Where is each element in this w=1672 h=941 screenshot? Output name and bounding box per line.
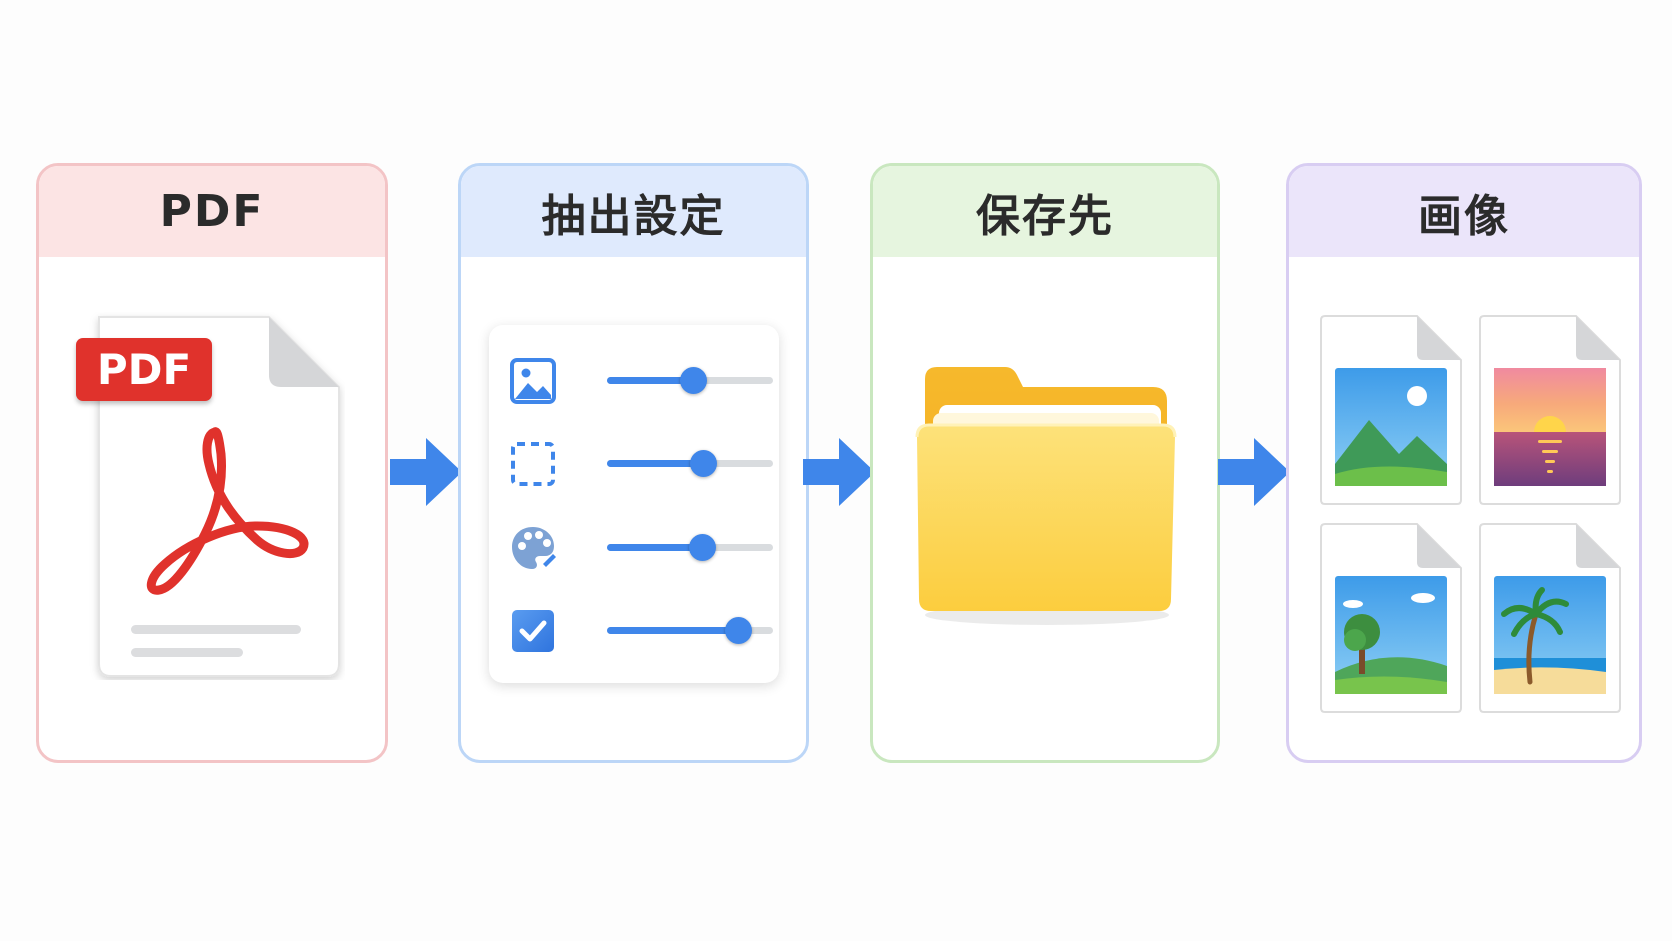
pdf-badge: PDF <box>76 338 212 401</box>
slider-fill <box>607 377 694 384</box>
arrow-right-icon <box>803 438 875 506</box>
acrobat-icon <box>146 427 309 595</box>
image-quality-slider[interactable] <box>607 367 773 394</box>
setting-row-selection[interactable] <box>509 438 773 488</box>
arrow-right-icon <box>390 438 462 506</box>
step-images-panel: 画像 <box>1286 163 1642 763</box>
step-images-body <box>1289 257 1639 760</box>
slider-fill <box>607 627 739 634</box>
slider-fill <box>607 544 702 551</box>
slider-thumb[interactable] <box>725 617 753 644</box>
step-settings-title: 抽出設定 <box>461 166 806 257</box>
text-line <box>131 625 301 634</box>
palette-icon <box>512 527 556 569</box>
slider-thumb[interactable] <box>680 367 708 394</box>
slider-thumb[interactable] <box>690 450 718 477</box>
tree-image-icon[interactable] <box>1319 522 1463 714</box>
slider-fill <box>607 460 704 467</box>
text-line <box>131 648 243 657</box>
color-slider[interactable] <box>607 534 773 561</box>
beach-image-icon[interactable] <box>1478 522 1622 714</box>
image-icon <box>510 358 556 404</box>
setting-row-check[interactable] <box>509 605 773 655</box>
step-destination-title: 保存先 <box>873 166 1217 257</box>
step-pdf-panel: PDF PDF <box>36 163 388 763</box>
step-pdf-title: PDF <box>39 166 385 257</box>
selection-icon <box>511 442 555 486</box>
folder-icon[interactable] <box>913 365 1181 635</box>
step-settings-panel: 抽出設定 <box>458 163 809 763</box>
setting-row-color[interactable] <box>509 522 773 572</box>
pdf-file-icon <box>98 316 340 677</box>
mountain-image-icon[interactable] <box>1319 314 1463 506</box>
option-slider[interactable] <box>607 617 773 644</box>
step-pdf-body: PDF <box>39 257 385 760</box>
settings-card <box>489 325 779 683</box>
selection-slider[interactable] <box>607 450 773 477</box>
arrow-right-icon <box>1218 438 1290 506</box>
step-destination-body <box>873 257 1217 760</box>
checkbox-icon[interactable] <box>509 607 557 655</box>
sunset-image-icon[interactable] <box>1478 314 1622 506</box>
step-settings-body <box>461 257 806 760</box>
step-images-title: 画像 <box>1289 166 1639 257</box>
setting-row-image[interactable] <box>509 355 773 405</box>
step-destination-panel: 保存先 <box>870 163 1220 763</box>
slider-thumb[interactable] <box>688 534 716 561</box>
